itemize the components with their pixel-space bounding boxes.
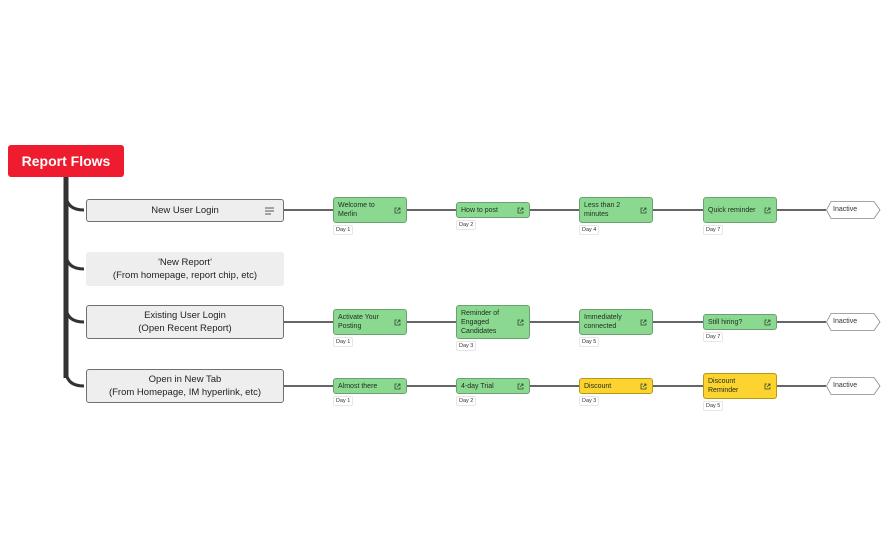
day-badge: Day 7 [703, 225, 724, 235]
external-link-icon[interactable] [764, 207, 771, 217]
external-link-icon[interactable] [394, 383, 401, 393]
step-label: Quick reminder [708, 206, 756, 214]
step-node[interactable]: How to post [456, 202, 530, 218]
branch-connector [64, 369, 85, 388]
branch-connector [64, 193, 85, 212]
external-link-icon[interactable] [764, 319, 771, 329]
day-badge: Day 4 [579, 225, 600, 235]
step-label: How to post [461, 206, 498, 214]
external-link-icon[interactable] [517, 207, 524, 217]
branch-connector [64, 252, 85, 271]
step-label: Reminder of Engaged Candidates [461, 309, 500, 335]
step-node[interactable]: Welcome to Merlin [333, 197, 407, 223]
external-link-icon[interactable] [517, 319, 524, 329]
external-link-icon[interactable] [640, 319, 647, 329]
day-badge: Day 7 [703, 332, 724, 342]
step-node[interactable]: Discount Reminder [703, 373, 777, 399]
step-label: Still hiring? [708, 318, 743, 326]
inactive-shape [826, 377, 881, 395]
day-badge: Day 5 [579, 337, 600, 347]
flow-label: Open in New Tab (From Homepage, IM hyper… [108, 374, 262, 398]
inactive-end-node[interactable]: Inactive [826, 377, 881, 395]
step-node[interactable]: Quick reminder [703, 197, 777, 223]
step-label: Activate Your Posting [338, 314, 379, 330]
flow-node[interactable]: New User Login [86, 198, 284, 222]
flow-node[interactable]: Open in New Tab (From Homepage, IM hyper… [86, 369, 284, 403]
step-label: Discount [584, 382, 612, 390]
step-node[interactable]: Reminder of Engaged Candidates [456, 305, 530, 339]
root-node-report-flows[interactable]: Report Flows [8, 145, 124, 177]
step-node[interactable]: Still hiring? [703, 314, 777, 330]
external-link-icon[interactable] [517, 383, 524, 393]
day-badge: Day 1 [333, 337, 354, 347]
step-label: Immediately connected [584, 314, 622, 330]
inactive-end-node[interactable]: Inactive [826, 313, 881, 331]
flow-node[interactable]: Existing User Login (Open Recent Report) [86, 305, 284, 339]
day-badge: Day 1 [333, 225, 354, 235]
day-badge: Day 1 [333, 396, 354, 406]
flow-node[interactable]: 'New Report' (From homepage, report chip… [86, 252, 284, 286]
inactive-shape [826, 201, 881, 219]
day-badge: Day 2 [456, 396, 477, 406]
inactive-label: Inactive [833, 318, 858, 325]
day-badge: Day 5 [703, 401, 724, 411]
external-link-icon[interactable] [640, 207, 647, 217]
flow-label: 'New Report' (From homepage, report chip… [112, 257, 258, 281]
external-link-icon[interactable] [640, 383, 647, 393]
step-node[interactable]: Less than 2 minutes [579, 197, 653, 223]
step-node[interactable]: Immediately connected [579, 309, 653, 335]
lines-icon[interactable] [265, 206, 274, 219]
inactive-label: Inactive [833, 206, 858, 213]
step-node[interactable]: 4-day Trial [456, 378, 530, 394]
inactive-label: Inactive [833, 382, 858, 389]
step-label: Discount Reminder [708, 378, 739, 394]
step-label: Almost there [338, 382, 378, 390]
step-label: Welcome to Merlin [338, 202, 375, 218]
external-link-icon[interactable] [394, 207, 401, 217]
flow-label: Existing User Login (Open Recent Report) [138, 310, 232, 334]
day-badge: Day 2 [456, 220, 477, 230]
external-link-icon[interactable] [394, 319, 401, 329]
step-label: Less than 2 minutes [584, 202, 621, 218]
day-badge: Day 3 [579, 396, 600, 406]
step-label: 4-day Trial [461, 382, 494, 390]
external-link-icon[interactable] [764, 383, 771, 393]
inactive-shape [826, 313, 881, 331]
flow-label: New User Login [151, 204, 219, 216]
step-node[interactable]: Activate Your Posting [333, 309, 407, 335]
branch-connector [64, 305, 85, 324]
step-node[interactable]: Discount [579, 378, 653, 394]
inactive-end-node[interactable]: Inactive [826, 201, 881, 219]
day-badge: Day 3 [456, 341, 477, 351]
step-node[interactable]: Almost there [333, 378, 407, 394]
